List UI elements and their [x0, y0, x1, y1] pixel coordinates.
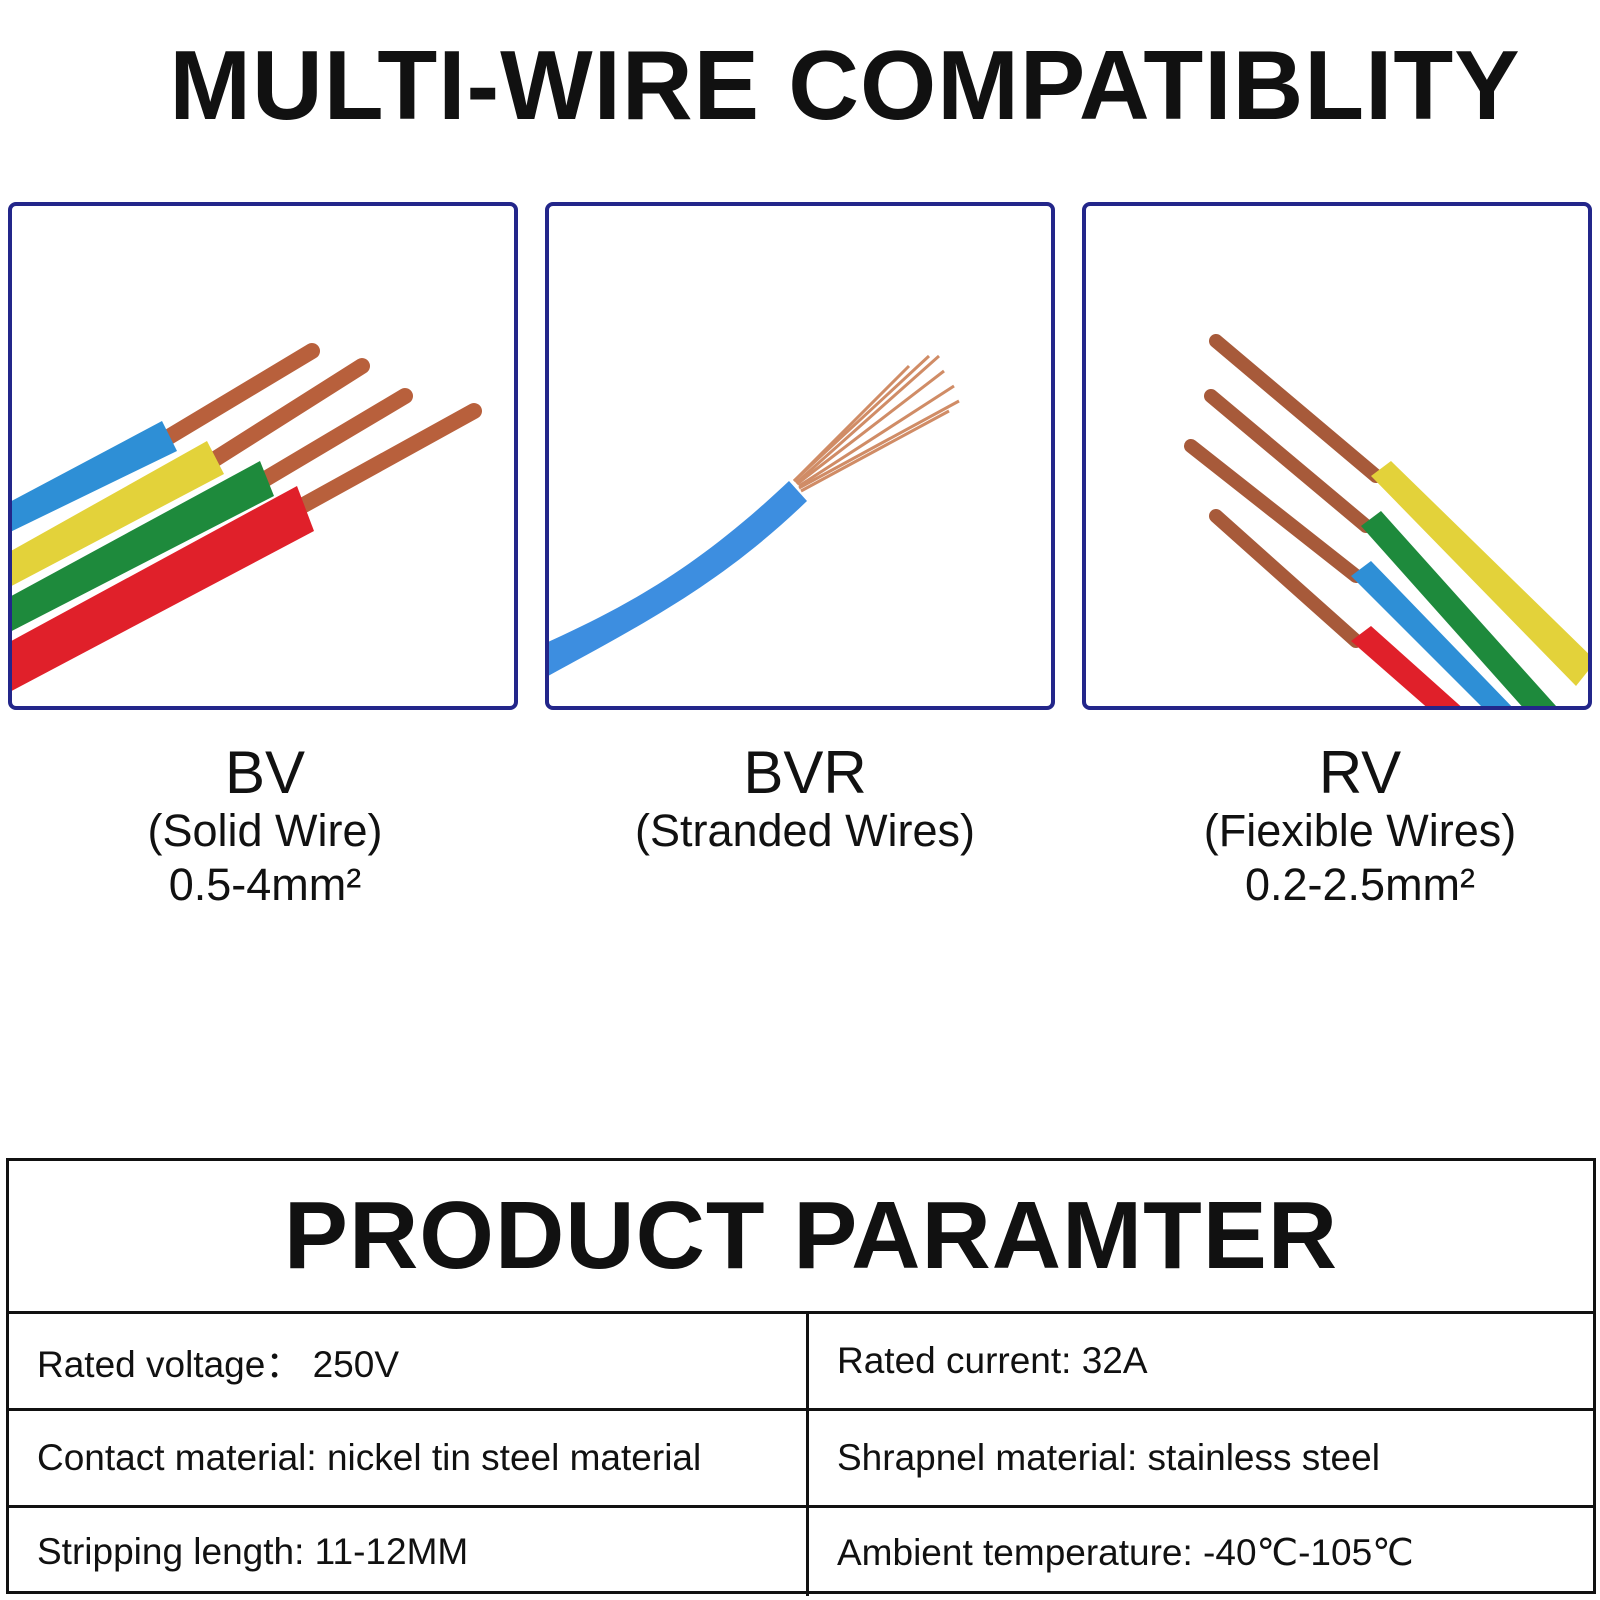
- yellow-wire: [1371, 461, 1588, 686]
- stranded-wire-photo: [545, 202, 1055, 710]
- wire-code: RV: [1318, 739, 1402, 806]
- green-wire: [12, 461, 274, 631]
- table-row: Stripping length: 11-12MM Ambient temper…: [9, 1508, 1593, 1596]
- wire-caption-bvr: BVR (Stranded Wires): [545, 742, 1065, 858]
- parameter-title: PRODUCT PARAMTER: [9, 1161, 1593, 1314]
- wire-type: (Solid Wire): [147, 805, 383, 856]
- blue-wire: [1351, 561, 1512, 706]
- wire-range: 0.5-4mm²: [168, 859, 362, 910]
- param-rated-current: Rated current: 32A: [837, 1340, 1148, 1381]
- copper-conductor: [154, 343, 320, 449]
- table-row: Rated voltage： 250V Rated current: 32A: [9, 1314, 1593, 1411]
- copper-conductor: [254, 388, 413, 489]
- param-contact-material: Contact material: nickel tin steel mater…: [9, 1411, 809, 1505]
- wire-type: (Fiexible Wires): [1203, 805, 1517, 856]
- page-title: MULTI-WIRE COMPATIBLITY: [169, 30, 1521, 140]
- yellow-wire: [12, 441, 224, 586]
- blue-wire: [549, 481, 807, 676]
- wire-range: 0.2-2.5mm²: [1244, 859, 1476, 910]
- param-rated-voltage: Rated voltage： 250V: [9, 1314, 809, 1408]
- copper-conductor: [294, 403, 482, 514]
- red-wire: [12, 486, 314, 691]
- green-wire: [1361, 511, 1556, 706]
- parameter-table: PRODUCT PARAMTER Rated voltage： 250V Rat…: [6, 1158, 1596, 1596]
- flexible-wires-photo: [1082, 202, 1592, 710]
- blue-wire: [12, 421, 177, 532]
- red-wire: [1351, 626, 1461, 706]
- param-shrapnel-material: Shrapnel material: stainless steel: [837, 1437, 1380, 1478]
- table-row: Contact material: nickel tin steel mater…: [9, 1411, 1593, 1508]
- solid-wires-photo: [8, 202, 518, 710]
- wire-type: (Stranded Wires): [634, 805, 976, 856]
- wire-code: BV: [224, 739, 306, 806]
- param-stripping-length: Stripping length: 11-12MM: [9, 1508, 809, 1596]
- wire-code: BVR: [743, 739, 867, 806]
- param-ambient-temperature: Ambient temperature: -40℃-105℃: [837, 1531, 1414, 1573]
- copper-conductor: [204, 358, 370, 469]
- wire-caption-rv: RV (Fiexible Wires) 0.2-2.5mm²: [1100, 742, 1600, 912]
- wire-caption-bv: BV (Solid Wire) 0.5-4mm²: [5, 742, 525, 912]
